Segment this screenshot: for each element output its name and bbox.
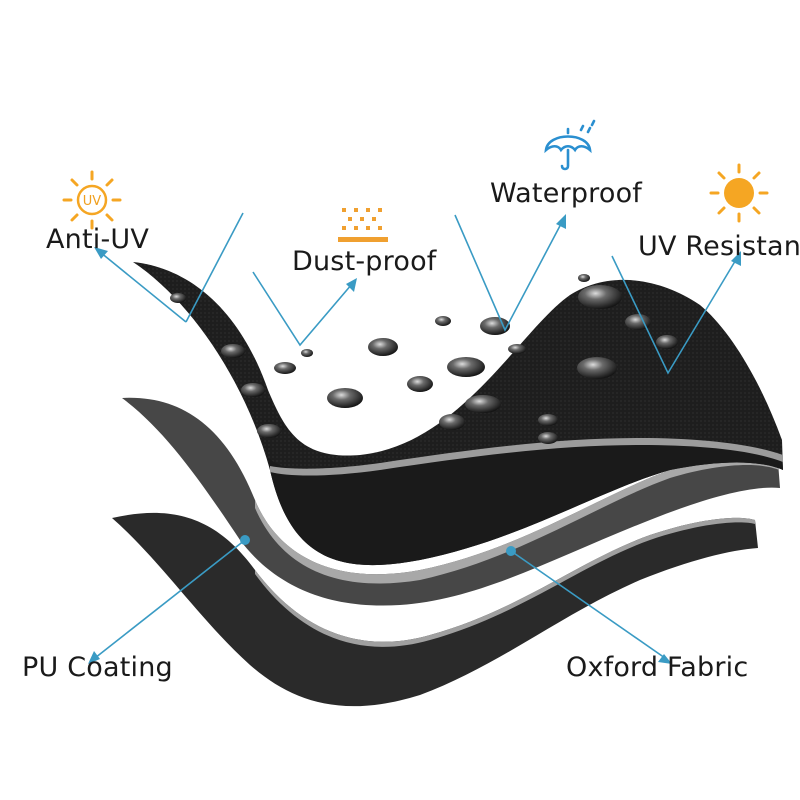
water-droplet xyxy=(274,362,296,374)
anti-uv-label: Anti-UV xyxy=(46,224,150,255)
uv-resistant-leader-line xyxy=(611,255,738,375)
oxford-fabric-dot xyxy=(506,546,516,556)
anti-uv-leader-line xyxy=(99,251,187,323)
sun-icon xyxy=(709,163,769,223)
water-droplet xyxy=(578,274,590,282)
oxford-fabric-layer xyxy=(112,512,758,707)
water-droplet xyxy=(407,376,433,392)
pu-coating-arrow xyxy=(88,651,100,664)
dust-icon xyxy=(338,208,388,242)
oxford-fabric-arrow xyxy=(658,654,672,664)
waterproof-arrow xyxy=(556,214,566,229)
water-droplets xyxy=(170,274,678,444)
pu-coating-leader-line xyxy=(94,539,246,659)
water-droplet xyxy=(480,317,510,335)
leader-lines xyxy=(88,212,741,664)
water-droplet xyxy=(465,395,501,413)
water-droplet xyxy=(170,293,186,303)
water-droplet xyxy=(656,335,678,349)
oxford-fabric-leader-line xyxy=(510,550,666,659)
pu-coating-layer xyxy=(122,397,780,606)
uv-badge-text: UV xyxy=(83,194,102,209)
water-droplet xyxy=(368,338,398,356)
uv-sun-icon: UV xyxy=(62,170,122,230)
water-droplet xyxy=(508,344,526,354)
water-droplet xyxy=(625,314,651,330)
water-droplet xyxy=(327,388,363,408)
water-droplet xyxy=(538,414,558,426)
uv-resistant-label: UV Resistant xyxy=(638,231,800,262)
dust-proof-arrow xyxy=(346,278,357,292)
water-droplet xyxy=(241,383,265,397)
water-droplet xyxy=(447,357,485,377)
oxford-fabric-label: Oxford Fabric xyxy=(566,652,749,683)
water-droplet xyxy=(301,349,313,357)
waterproof-leader-line xyxy=(454,214,563,332)
anti-uv-leader-line xyxy=(185,212,244,323)
anti-uv-arrow xyxy=(94,247,108,259)
water-droplet xyxy=(578,285,622,309)
dust-proof-label: Dust-proof xyxy=(292,246,437,277)
water-droplet xyxy=(221,344,245,358)
water-droplet xyxy=(577,357,617,379)
dust-proof-leader-line xyxy=(252,271,353,347)
water-droplet xyxy=(435,316,451,326)
top-waterproof-layer xyxy=(133,262,783,566)
waterproof-label: Waterproof xyxy=(490,178,643,209)
water-droplet xyxy=(257,424,281,438)
water-droplet xyxy=(538,432,558,444)
umbrella-icon xyxy=(544,119,596,171)
uv-resistant-arrow xyxy=(731,251,741,266)
pu-coating-dot xyxy=(240,535,250,545)
water-droplet xyxy=(439,414,465,430)
pu-coating-label: PU Coating xyxy=(22,652,173,683)
